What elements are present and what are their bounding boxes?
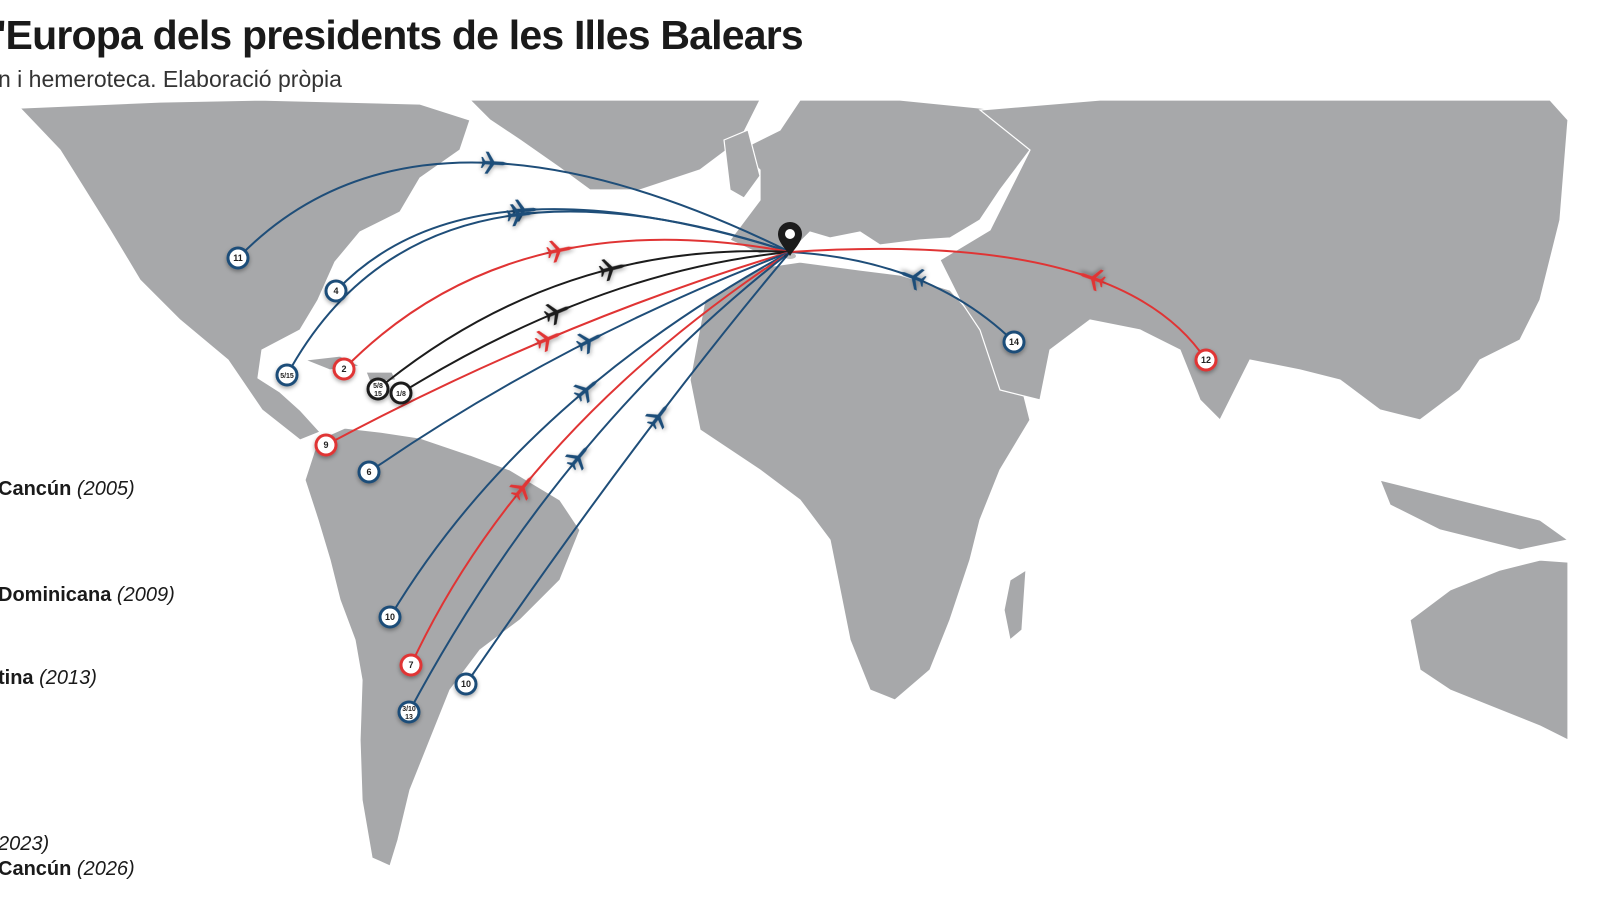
flight-route [343, 238, 791, 370]
plane-icon [597, 254, 630, 283]
badge-circle [366, 377, 390, 401]
badge-label: 10 [461, 679, 471, 689]
europe-landmass [729, 99, 1031, 255]
destination-badge: 12 [1194, 348, 1218, 372]
badge-circle [1194, 348, 1218, 372]
plane-icon [480, 151, 510, 175]
plane-icon [545, 236, 578, 264]
legend-year: (2009) [116, 584, 175, 606]
badge-label: 1/8 [396, 391, 406, 398]
page-subtitle: n i hemeroteca. Elaboració pròpia [0, 66, 342, 92]
badge-circle [332, 357, 356, 381]
badge-circle [397, 700, 421, 724]
badge-circle [275, 363, 299, 387]
legend: Cancún (2005) Dominicana (2009) tina (20… [0, 0, 200, 900]
origin-pin [778, 222, 802, 259]
legend-place: Cancún [0, 858, 72, 880]
legend-year: (2026) [76, 858, 135, 880]
plane-icon [562, 438, 598, 474]
destination-badge: 7 [399, 653, 423, 677]
indonesia-landmass [1379, 479, 1570, 551]
badge-circle [399, 653, 423, 677]
legend-year: (2005) [76, 478, 135, 500]
badge-label: 7 [408, 660, 413, 670]
madagascar-landmass [1003, 568, 1027, 642]
badge-circle [324, 279, 348, 303]
badge-circle [378, 605, 402, 629]
page-title: l'Europa dels presidents de les Illes Ba… [0, 12, 804, 58]
plane-icon [532, 322, 567, 354]
flight-route [389, 251, 791, 618]
flight-route [465, 251, 791, 685]
legend-year: 2023) [0, 833, 50, 855]
badge-label: 14 [1009, 337, 1019, 347]
flight-route [400, 251, 791, 394]
destination-badge: 4 [324, 279, 348, 303]
badge-label: 12 [1201, 355, 1211, 365]
south-america-landmass [304, 427, 581, 867]
legend-item: Cancún (2026) [0, 858, 135, 881]
land-masses [18, 99, 1570, 867]
legend-item: 2023) [0, 833, 49, 856]
badge-circle [357, 460, 381, 484]
legend-place: Dominicana [0, 584, 112, 606]
badge-label: 5/15 [280, 373, 294, 380]
legend-place: Cancún [0, 478, 72, 500]
great-britain-landmass [723, 129, 761, 199]
flight-route [286, 210, 791, 376]
badge-label: 2 [341, 364, 346, 374]
plane-icon [570, 371, 606, 406]
africa-landmass [689, 261, 1031, 701]
north-america-landmass [18, 99, 471, 441]
destination-badge: 11 [226, 246, 250, 270]
badge-circle [1002, 330, 1026, 354]
badge-label: 9 [323, 440, 328, 450]
destination-badge: 6 [357, 460, 381, 484]
badge-circle [454, 672, 478, 696]
plane-icon [573, 323, 609, 357]
legend-item: Dominicana (2009) [0, 584, 175, 607]
flight-route [410, 251, 791, 666]
flight-route [237, 161, 791, 259]
flight-route [789, 247, 1207, 361]
australia-landmass [1409, 559, 1569, 741]
destination-badge: 2 [332, 357, 356, 381]
plane-icon [642, 397, 678, 433]
destination-badge: 14 [1002, 330, 1026, 354]
asia-landmass [939, 99, 1569, 422]
greenland-landmass [468, 99, 761, 191]
destination-badge: 5/15 [275, 363, 299, 387]
badge-label: 4 [333, 286, 338, 296]
flight-route [368, 251, 791, 473]
destination-badge: 10 [378, 605, 402, 629]
badge-circle [226, 246, 250, 270]
badge-label: 6 [366, 467, 371, 477]
destination-badge: 10 [454, 672, 478, 696]
plane-icon [541, 295, 576, 327]
legend-item: Cancún (2005) [0, 478, 135, 501]
badge-circle [314, 433, 338, 457]
legend-place: tina [0, 667, 34, 689]
badge-label: 11 [233, 253, 243, 263]
legend-year: (2013) [39, 667, 97, 689]
badge-label: 10 [385, 612, 395, 622]
destination-badge: 1/8 [389, 381, 413, 405]
legend-item: tina (2013) [0, 667, 97, 690]
destination-badge: 9 [314, 433, 338, 457]
flight-route [377, 250, 791, 390]
badge-circle [389, 381, 413, 405]
